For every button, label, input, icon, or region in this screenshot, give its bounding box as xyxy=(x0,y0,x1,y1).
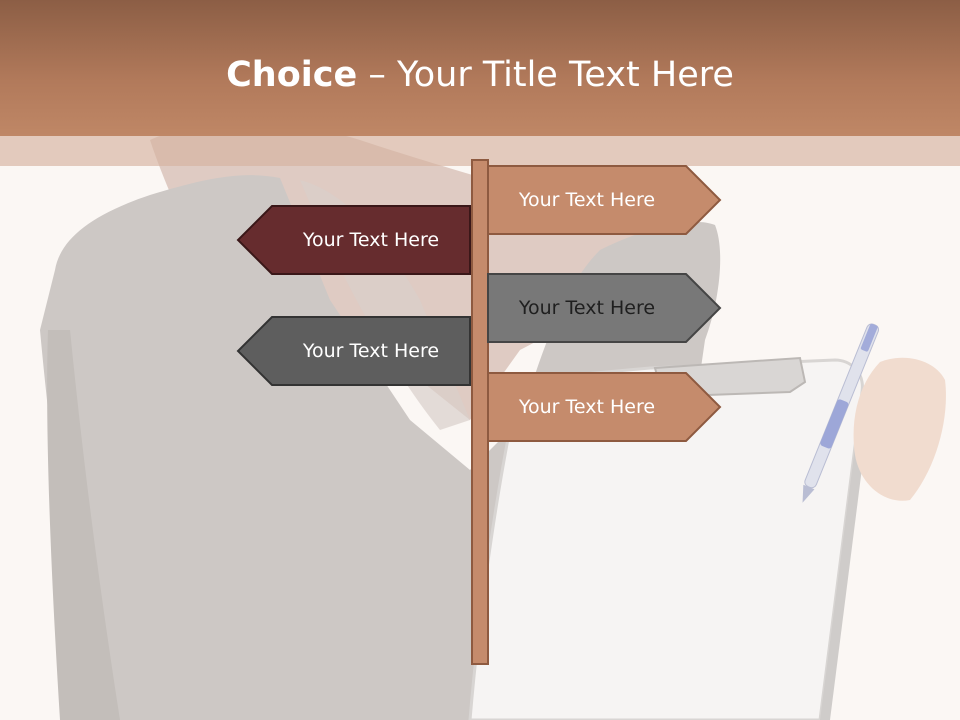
sign-3-label[interactable]: Your Text Here xyxy=(518,297,656,319)
signpost-pole xyxy=(471,159,489,665)
hand-shape xyxy=(853,357,946,501)
sign-1-arrow[interactable] xyxy=(487,165,722,235)
title-bar xyxy=(0,0,960,136)
sign-1-label[interactable]: Your Text Here xyxy=(518,189,656,211)
pen-shape xyxy=(802,323,880,503)
sign-2-arrow[interactable] xyxy=(236,205,471,275)
jacket-shadow xyxy=(47,330,120,720)
sign-2-label[interactable]: Your Text Here xyxy=(302,229,440,251)
sign-5-arrow[interactable] xyxy=(487,372,722,442)
sign-3-arrow[interactable] xyxy=(487,273,722,343)
title-rest: – Your Title Text Here xyxy=(357,55,734,95)
clipboard-edge xyxy=(820,392,870,720)
slide-title: Choice – Your Title Text Here xyxy=(0,52,960,98)
clipboard-shape xyxy=(468,358,864,720)
title-bold: Choice xyxy=(226,55,358,95)
sign-4-label[interactable]: Your Text Here xyxy=(302,340,440,362)
sign-4-arrow[interactable] xyxy=(236,316,471,386)
sign-5-label[interactable]: Your Text Here xyxy=(518,396,656,418)
